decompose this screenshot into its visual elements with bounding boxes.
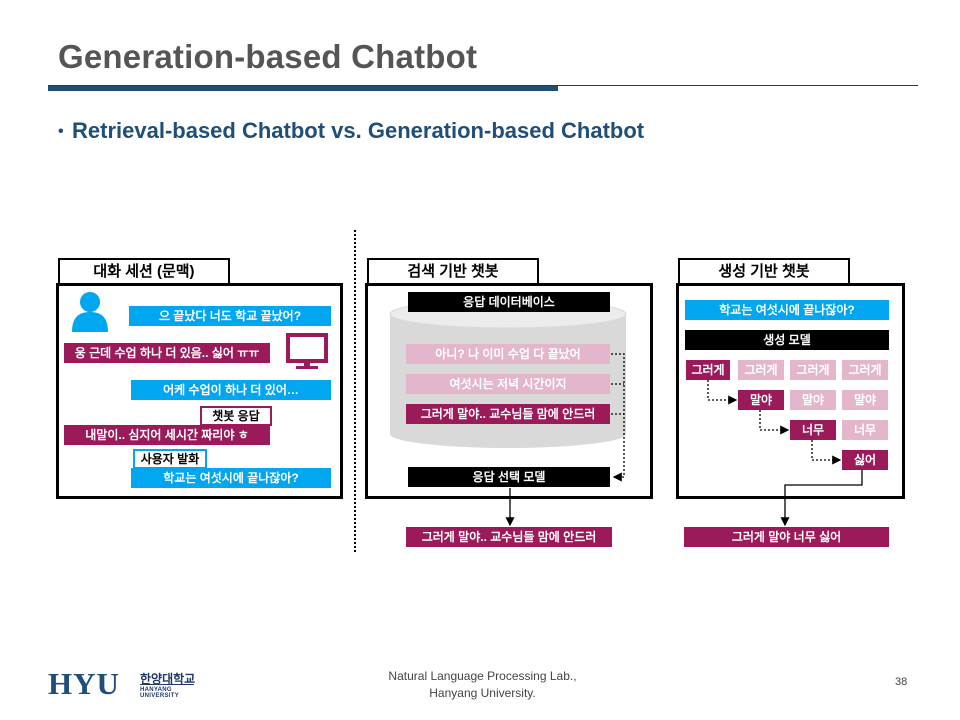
footer-line-2: Hanyang University. [429,686,536,700]
retrieval-arrows [505,353,625,527]
context-msg-4: 내말이.. 심지어 세시간 짜리야 ㅎ [64,425,270,445]
footer-lab-name: Natural Language Processing Lab., Hanyan… [380,668,585,702]
user-avatar-icon [72,292,108,332]
slide-title: Generation-based Chatbot [58,38,478,75]
generation-input: 학교는 여섯시에 끝나잖아? [685,300,889,320]
gen-step4-token: 싫어 [842,450,888,470]
gen-step2-token: 말야 [738,390,784,410]
gen-step2-token-b: 말야 [790,390,836,410]
logo-divider [140,684,194,685]
context-msg-3: 어케 수업이 하나 더 있어… [131,380,331,400]
user-utterance-label: 사용자 발화 [133,449,207,469]
context-msg-5: 학교는 여섯시에 끝나잖아? [131,468,331,488]
candidate-response-3: 그러게 말야.. 교수님들 맘에 안드러 [406,404,610,424]
context-msg-2: 웅 근데 수업 하나 더 있음.. 싫어 ㅠㅠ [64,343,270,363]
logo-korean-name: 한양대학교 [140,672,196,686]
footer-line-1: Natural Language Processing Lab., [388,669,577,683]
bullet-point: • Retrieval-based Chatbot vs. Generation-… [58,118,644,144]
monitor-icon [286,333,328,369]
retrieval-output: 그러게 말야.. 교수님들 맘에 안드러 [406,527,612,547]
title-underline-thin [48,85,918,86]
gen-step2-token-c: 말야 [842,390,888,410]
gen-step1-token-c: 그러게 [790,360,836,380]
university-logo: HYU 한양대학교 HANYANG UNIVERSITY [48,668,198,700]
gen-step3-token-b: 너무 [842,420,888,440]
generation-output: 그러게 말야 너무 싫어 [684,527,889,547]
logo-mark: HYU [48,666,120,701]
generation-arrows [707,380,863,527]
gen-step1-token: 그러게 [686,360,730,380]
generation-model: 생성 모델 [685,330,889,350]
generation-tab: 생성 기반 챗봇 [678,258,850,286]
page-number: 38 [895,676,908,688]
gen-step3-token: 너무 [790,420,836,440]
panel-divider [354,230,356,552]
gen-step1-token-b: 그러게 [738,360,784,380]
candidate-response-1: 아니? 나 이미 수업 다 끝났어 [406,344,610,364]
response-db-header: 응답 데이터베이스 [408,292,610,312]
bullet-dot-icon: • [58,123,64,141]
candidate-response-2: 여섯시는 저녁 시간이지 [406,374,610,394]
context-msg-1: 으 끝났다 너도 학교 끝났어? [129,306,331,326]
logo-english-name: HANYANG UNIVERSITY [140,687,180,699]
context-tab: 대화 세션 (문맥) [58,258,230,286]
gen-step1-token-d: 그러게 [842,360,888,380]
retrieval-tab: 검색 기반 챗봇 [367,258,539,286]
response-selection-model: 응답 선택 모델 [408,467,610,487]
chatbot-response-label: 챗봇 응답 [200,406,272,426]
bullet-text: Retrieval-based Chatbot vs. Generation-b… [72,118,645,143]
title-underline-thick [48,86,558,91]
